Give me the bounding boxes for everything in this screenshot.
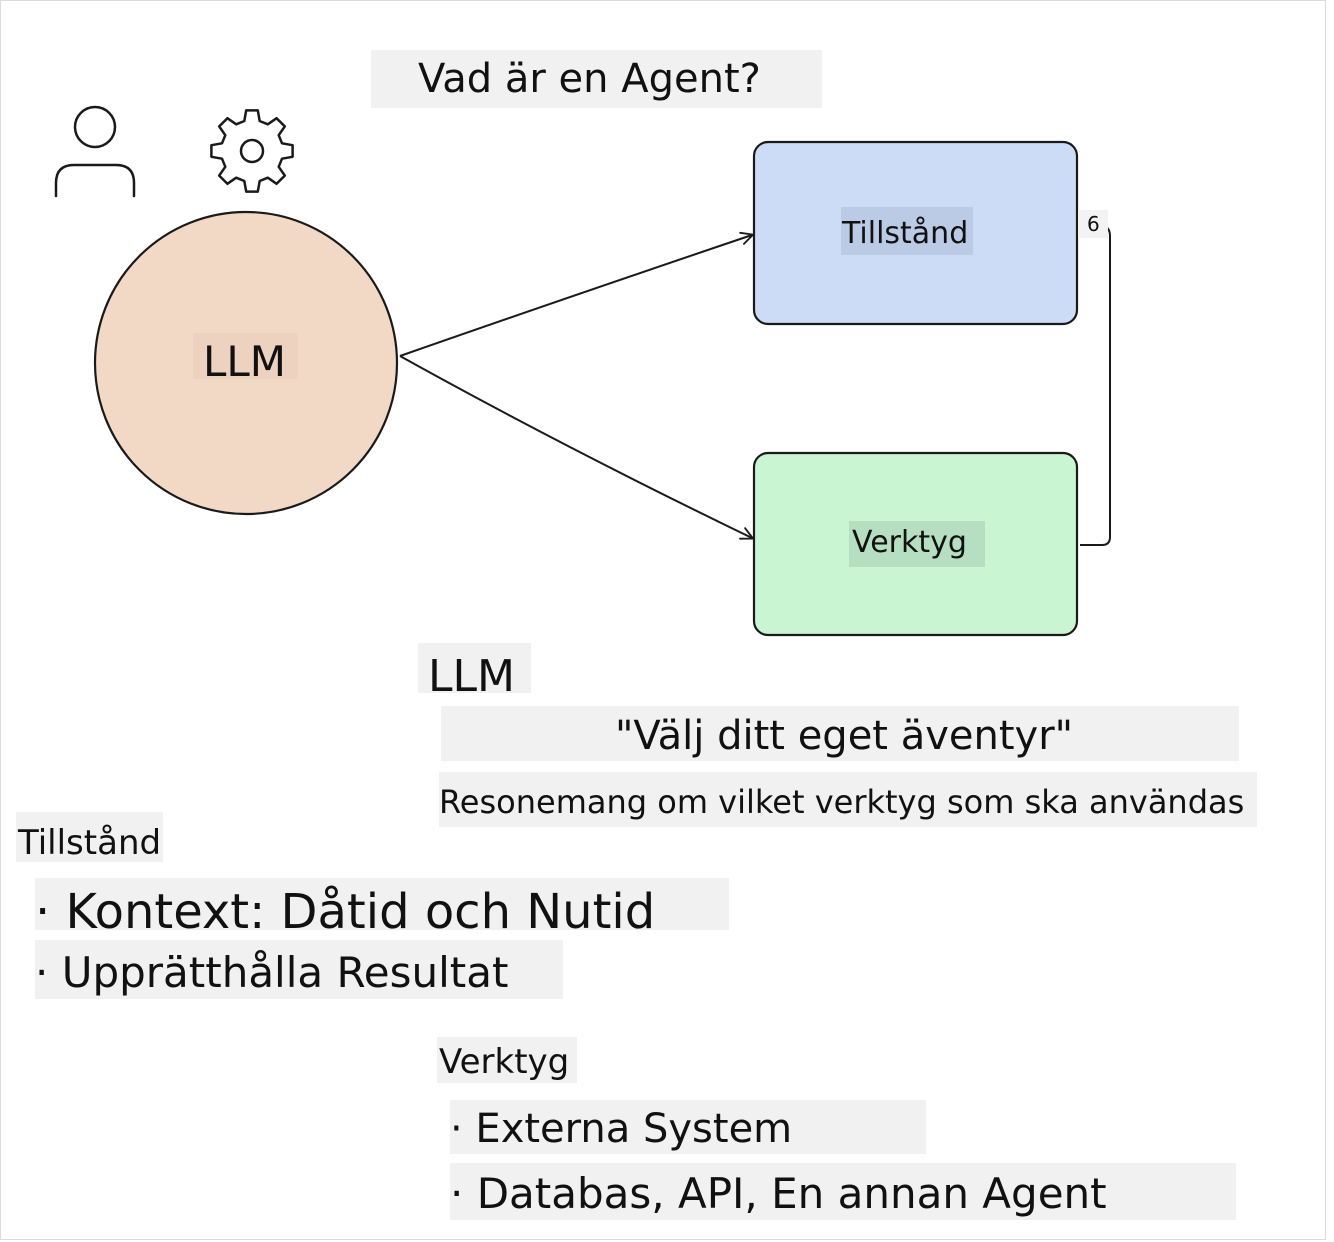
tools-state-connector (1080, 225, 1111, 546)
gear-icon (210, 109, 294, 193)
diagram-title: Vad är en Agent? (371, 50, 822, 108)
connector-label: 6 (1078, 210, 1108, 238)
tools-bullet-external: · Externa System (450, 1100, 926, 1154)
state-bullet-context: · Kontext: Dåtid och Nutid (35, 878, 729, 936)
arrow-llm-to-tools (399, 355, 754, 540)
llm-description: Resonemang om vilket verktyg som ska anv… (439, 772, 1257, 827)
arrow-llm-to-state (399, 231, 755, 357)
user-icon (54, 105, 136, 198)
tools-section-heading: Verktyg (437, 1037, 577, 1083)
llm-quote: "Välj ditt eget äventyr" (441, 706, 1239, 761)
state-section-heading: Tillstånd (16, 812, 163, 862)
llm-section-heading: LLM (418, 643, 531, 699)
tools-node-label: Verktyg (849, 521, 985, 567)
llm-node-label: LLM (193, 333, 298, 383)
tools-bullet-database: · Databas, API, En annan Agent (450, 1163, 1236, 1220)
state-bullet-results: · Upprätthålla Resultat (35, 940, 563, 999)
state-node-label: Tillstånd (841, 207, 973, 255)
